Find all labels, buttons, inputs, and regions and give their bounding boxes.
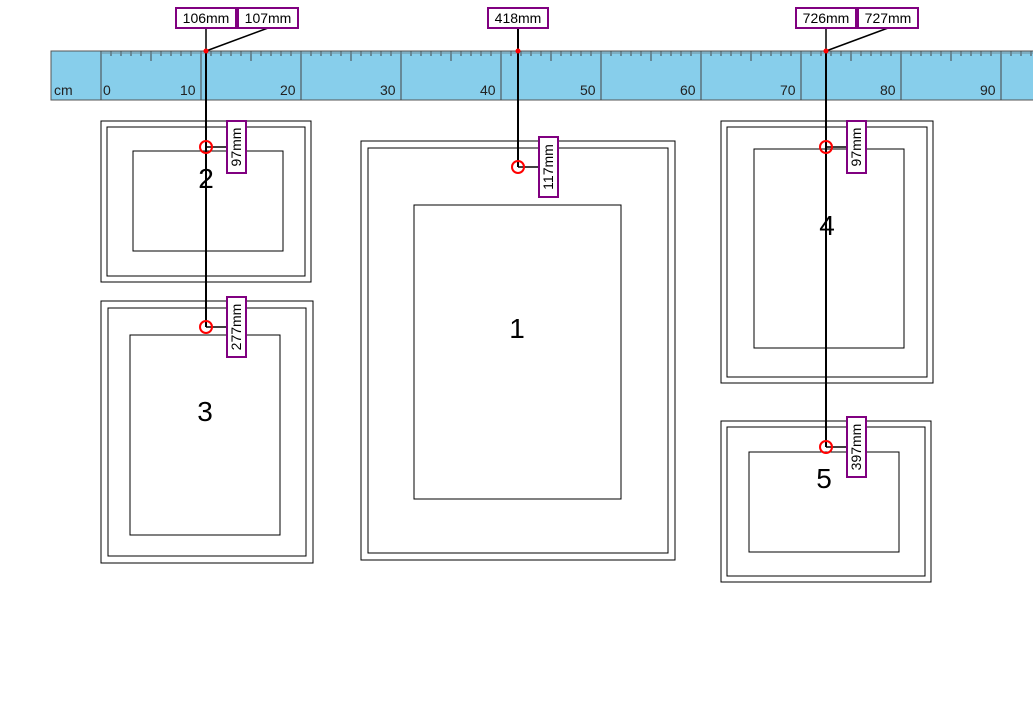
frame-picture (129, 334, 281, 536)
frame-number: 1 (509, 313, 525, 344)
nail-marker[interactable] (511, 160, 525, 174)
ruler-marker (823, 48, 829, 54)
frame-1[interactable]: 1 (360, 140, 676, 561)
side-label: 97mm (846, 120, 867, 174)
ruler-tick-labels: 0 10 20 30 40 50 60 70 80 90 (103, 82, 996, 98)
top-label: 726mm (795, 7, 857, 29)
leader-line (205, 27, 269, 52)
ruler-ticks (100, 51, 1033, 100)
ruler-tick-label: 20 (280, 82, 296, 98)
side-label: 277mm (226, 296, 247, 358)
side-label: 397mm (846, 416, 867, 478)
top-label-text: 106mm (183, 10, 230, 26)
top-label-text: 726mm (803, 10, 850, 26)
frame-picture (132, 150, 284, 252)
frame-picture (753, 148, 905, 349)
side-label-text: 397mm (848, 424, 864, 471)
ruler-tick-label: 90 (980, 82, 996, 98)
top-label: 106mm (175, 7, 237, 29)
ruler-marker (203, 48, 209, 54)
ruler-tick-label: 70 (780, 82, 796, 98)
ruler-tick-label: 80 (880, 82, 896, 98)
top-labels: 106mm 107mm 418mm 726mm 727mm (175, 7, 919, 29)
nail-marker[interactable] (819, 440, 833, 454)
ruler-tick-label: 50 (580, 82, 596, 98)
side-label-text: 277mm (228, 304, 244, 351)
top-label-text: 418mm (495, 10, 542, 26)
top-label-text: 727mm (865, 10, 912, 26)
frame-inner (726, 426, 926, 577)
top-label-text: 107mm (245, 10, 292, 26)
ruler-marker (515, 48, 521, 54)
nail-marker[interactable] (819, 140, 833, 154)
top-label: 727mm (857, 7, 919, 29)
leader-line (825, 27, 889, 52)
frame-inner (367, 147, 669, 554)
ruler-tick-label: 30 (380, 82, 396, 98)
nail-marker[interactable] (199, 140, 213, 154)
frame-3[interactable]: 3 (100, 300, 314, 564)
side-label-text: 97mm (848, 128, 864, 167)
ruler-tick-label: 60 (680, 82, 696, 98)
side-labels: 97mm 277mm 117mm 97mm 397mm (226, 120, 867, 478)
frame-2[interactable]: 2 (100, 120, 312, 283)
ruler-bar (50, 50, 1033, 101)
frame-inner (107, 307, 307, 557)
nail-markers (199, 48, 833, 454)
frame-picture (413, 204, 622, 500)
top-label: 107mm (237, 7, 299, 29)
frame-outer (360, 140, 676, 561)
ruler-tick-label: 40 (480, 82, 496, 98)
frame-outer (100, 300, 314, 564)
side-label-text: 97mm (228, 128, 244, 167)
side-label: 117mm (538, 136, 559, 198)
frame-number: 5 (816, 463, 832, 494)
ruler-tick-label: 0 (103, 82, 111, 98)
top-label: 418mm (487, 7, 549, 29)
ruler: cm 0 10 20 30 40 50 60 70 80 90 (50, 50, 1033, 101)
frame-number: 3 (197, 396, 213, 427)
ruler-tick-label: 10 (180, 82, 196, 98)
side-label: 97mm (226, 120, 247, 174)
side-label-text: 117mm (540, 144, 556, 190)
ruler-unit-label: cm (54, 82, 73, 98)
nail-marker[interactable] (199, 320, 213, 334)
